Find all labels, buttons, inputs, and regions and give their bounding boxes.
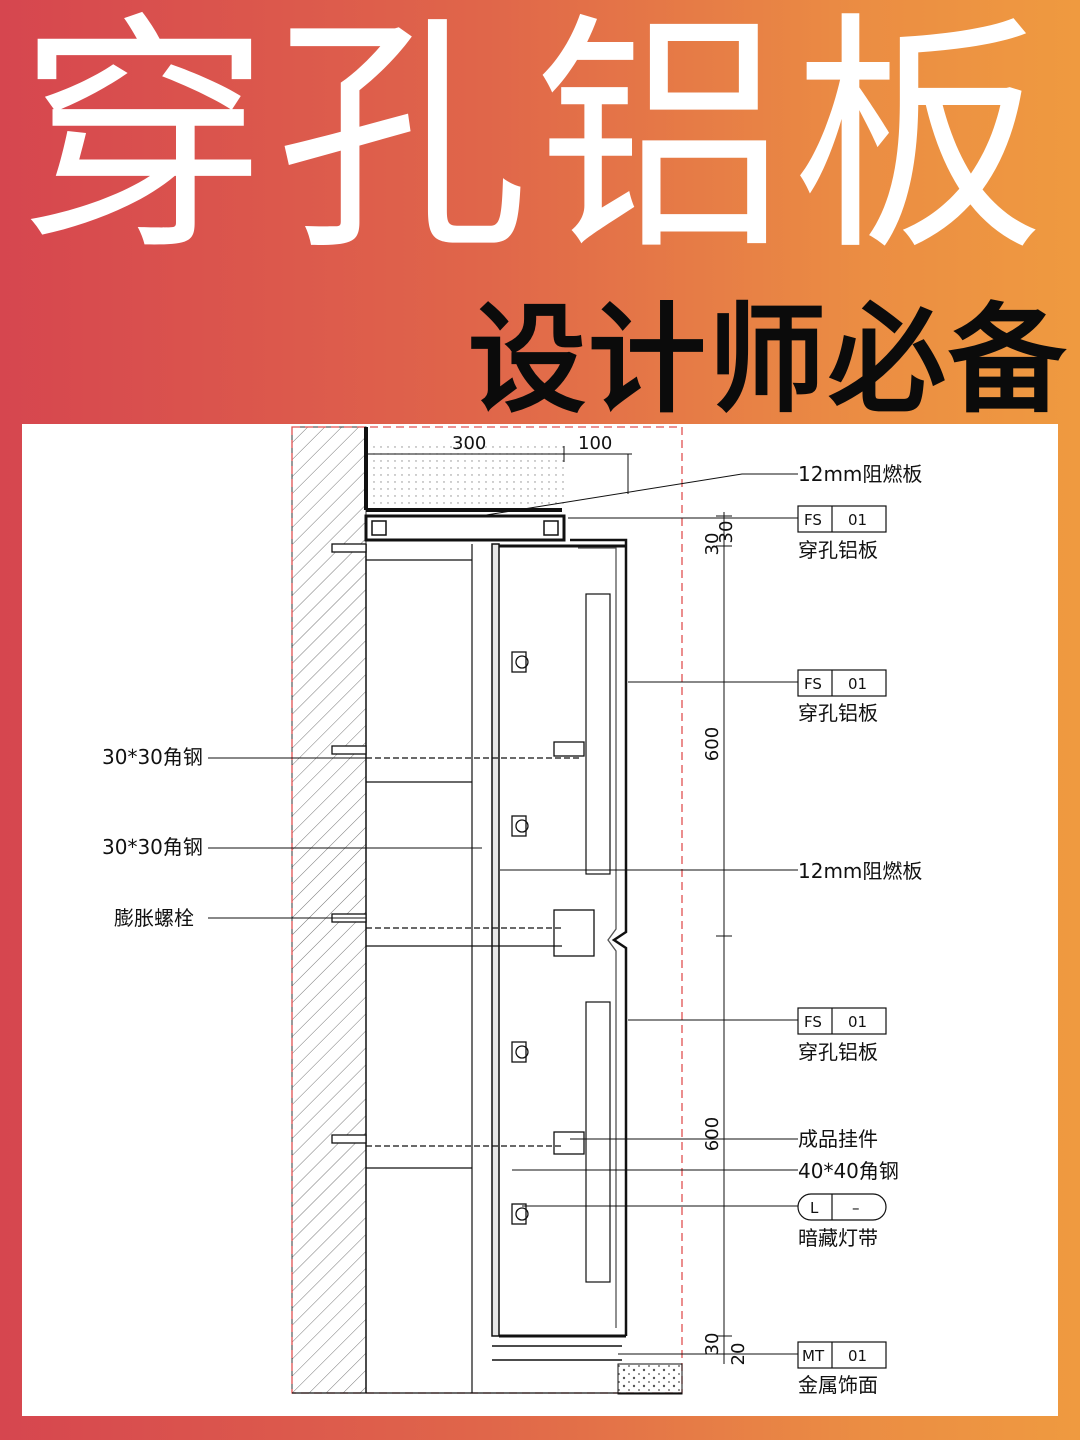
dim-30-top: 30 (716, 521, 737, 544)
svg-text:穿孔铝板: 穿孔铝板 (798, 701, 878, 725)
tag-fs-1: FS 01 穿孔铝板 (797, 505, 887, 562)
dim-600-b: 600 (702, 1117, 723, 1151)
svg-text:金属饰面: 金属饰面 (798, 1373, 878, 1397)
dim-300: 300 (452, 433, 486, 454)
top-channel (364, 514, 566, 542)
dim-100: 100 (578, 433, 612, 454)
svg-text:FS: FS (804, 511, 822, 529)
angle-steel-3 (331, 1131, 585, 1169)
page-subtitle: 设计师必备 (468, 291, 1069, 429)
dim-30-bottom: 30 (702, 1333, 723, 1356)
label-fire-board-2: 12mm阻燃板 (798, 859, 922, 883)
dimension-right (716, 512, 732, 1364)
cad-drawing-sheet: 300 100 30 30 600 600 30 20 30*30角钢 30*3… (22, 424, 1058, 1416)
floor-finish (617, 1363, 683, 1395)
section-drawing: 300 100 30 30 600 600 30 20 30*30角钢 30*3… (102, 426, 922, 1397)
tag-mt: MT 01 金属饰面 (797, 1341, 887, 1397)
svg-text:01: 01 (848, 1013, 867, 1031)
label-fire-board-1: 12mm阻燃板 (798, 462, 922, 486)
svg-text:穿孔铝板: 穿孔铝板 (798, 538, 878, 562)
tag-light: L – 暗藏灯带 (797, 1193, 887, 1250)
tag-fs-2: FS 01 穿孔铝板 (797, 669, 887, 725)
fire-board (491, 543, 500, 1337)
angle-steel-2 (331, 909, 595, 957)
dimension-top (366, 446, 632, 494)
svg-text:穿孔铝板: 穿孔铝板 (798, 1040, 878, 1064)
svg-text:01: 01 (848, 1347, 867, 1365)
page-title: 穿孔铝板 (18, 0, 1051, 285)
svg-text:01: 01 (848, 511, 867, 529)
svg-text:L: L (810, 1199, 819, 1217)
label-expansion-bolt: 膨胀螺栓 (114, 906, 194, 930)
tag-fs-3: FS 01 穿孔铝板 (797, 1007, 887, 1064)
dim-30-top-2: 30 (702, 533, 723, 556)
angle-steel-1 (331, 741, 585, 783)
label-angle-steel-30-1: 30*30角钢 (102, 745, 203, 769)
ceiling-slab (366, 446, 564, 508)
dim-600-a: 600 (702, 727, 723, 761)
svg-text:暗藏灯带: 暗藏灯带 (798, 1226, 878, 1250)
perforated-panel (570, 538, 628, 1336)
label-angle-steel-30-2: 30*30角钢 (102, 835, 203, 859)
concrete-wall (291, 426, 367, 1394)
label-angle-steel-40: 40*40角钢 (798, 1159, 899, 1183)
svg-text:–: – (852, 1199, 860, 1217)
svg-text:01: 01 (848, 675, 867, 693)
label-hanger: 成品挂件 (798, 1127, 878, 1151)
svg-text:FS: FS (804, 675, 822, 693)
svg-text:MT: MT (802, 1347, 825, 1365)
svg-text:FS: FS (804, 1013, 822, 1031)
